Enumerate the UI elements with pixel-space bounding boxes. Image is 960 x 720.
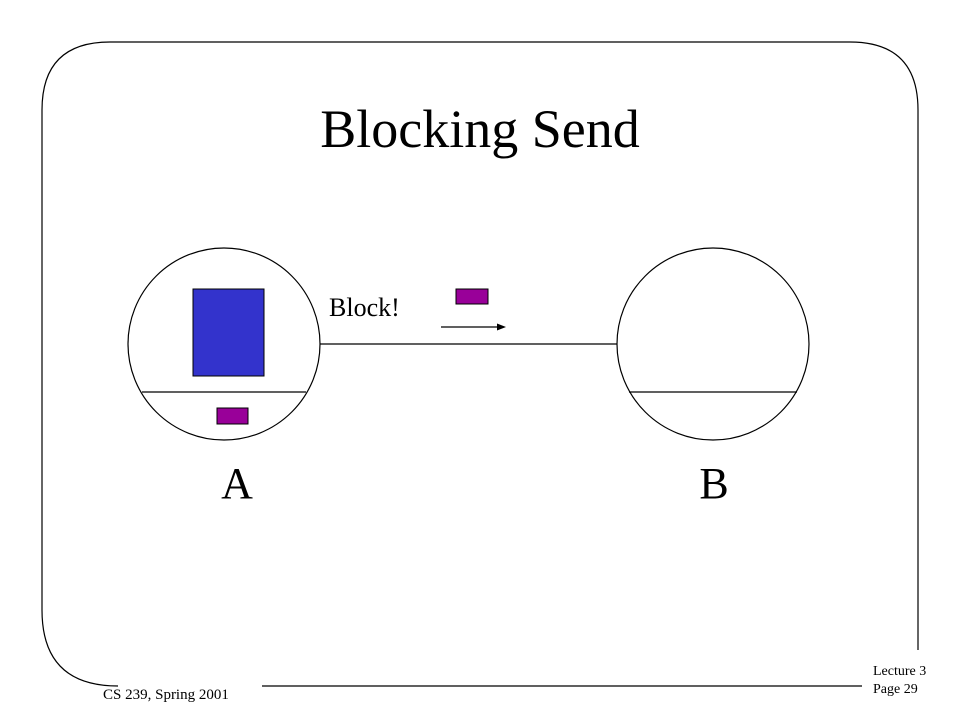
footer-lecture: Lecture 3 bbox=[873, 664, 926, 679]
node-b-circle bbox=[616, 247, 810, 441]
queued-message-box bbox=[216, 407, 249, 425]
process-box bbox=[192, 288, 265, 377]
footer-course: CS 239, Spring 2001 bbox=[103, 687, 229, 703]
footer-page: Page 29 bbox=[873, 682, 918, 697]
slide-frame bbox=[41, 41, 919, 687]
block-label: Block! bbox=[329, 293, 400, 322]
node-a-label: A bbox=[221, 459, 253, 508]
node-a bbox=[127, 247, 321, 441]
in-transit-message-box bbox=[455, 288, 489, 305]
node-b bbox=[616, 247, 810, 441]
node-b-label: B bbox=[699, 459, 728, 508]
slide-title: Blocking Send bbox=[320, 99, 640, 159]
send-arrow-head bbox=[497, 323, 506, 331]
